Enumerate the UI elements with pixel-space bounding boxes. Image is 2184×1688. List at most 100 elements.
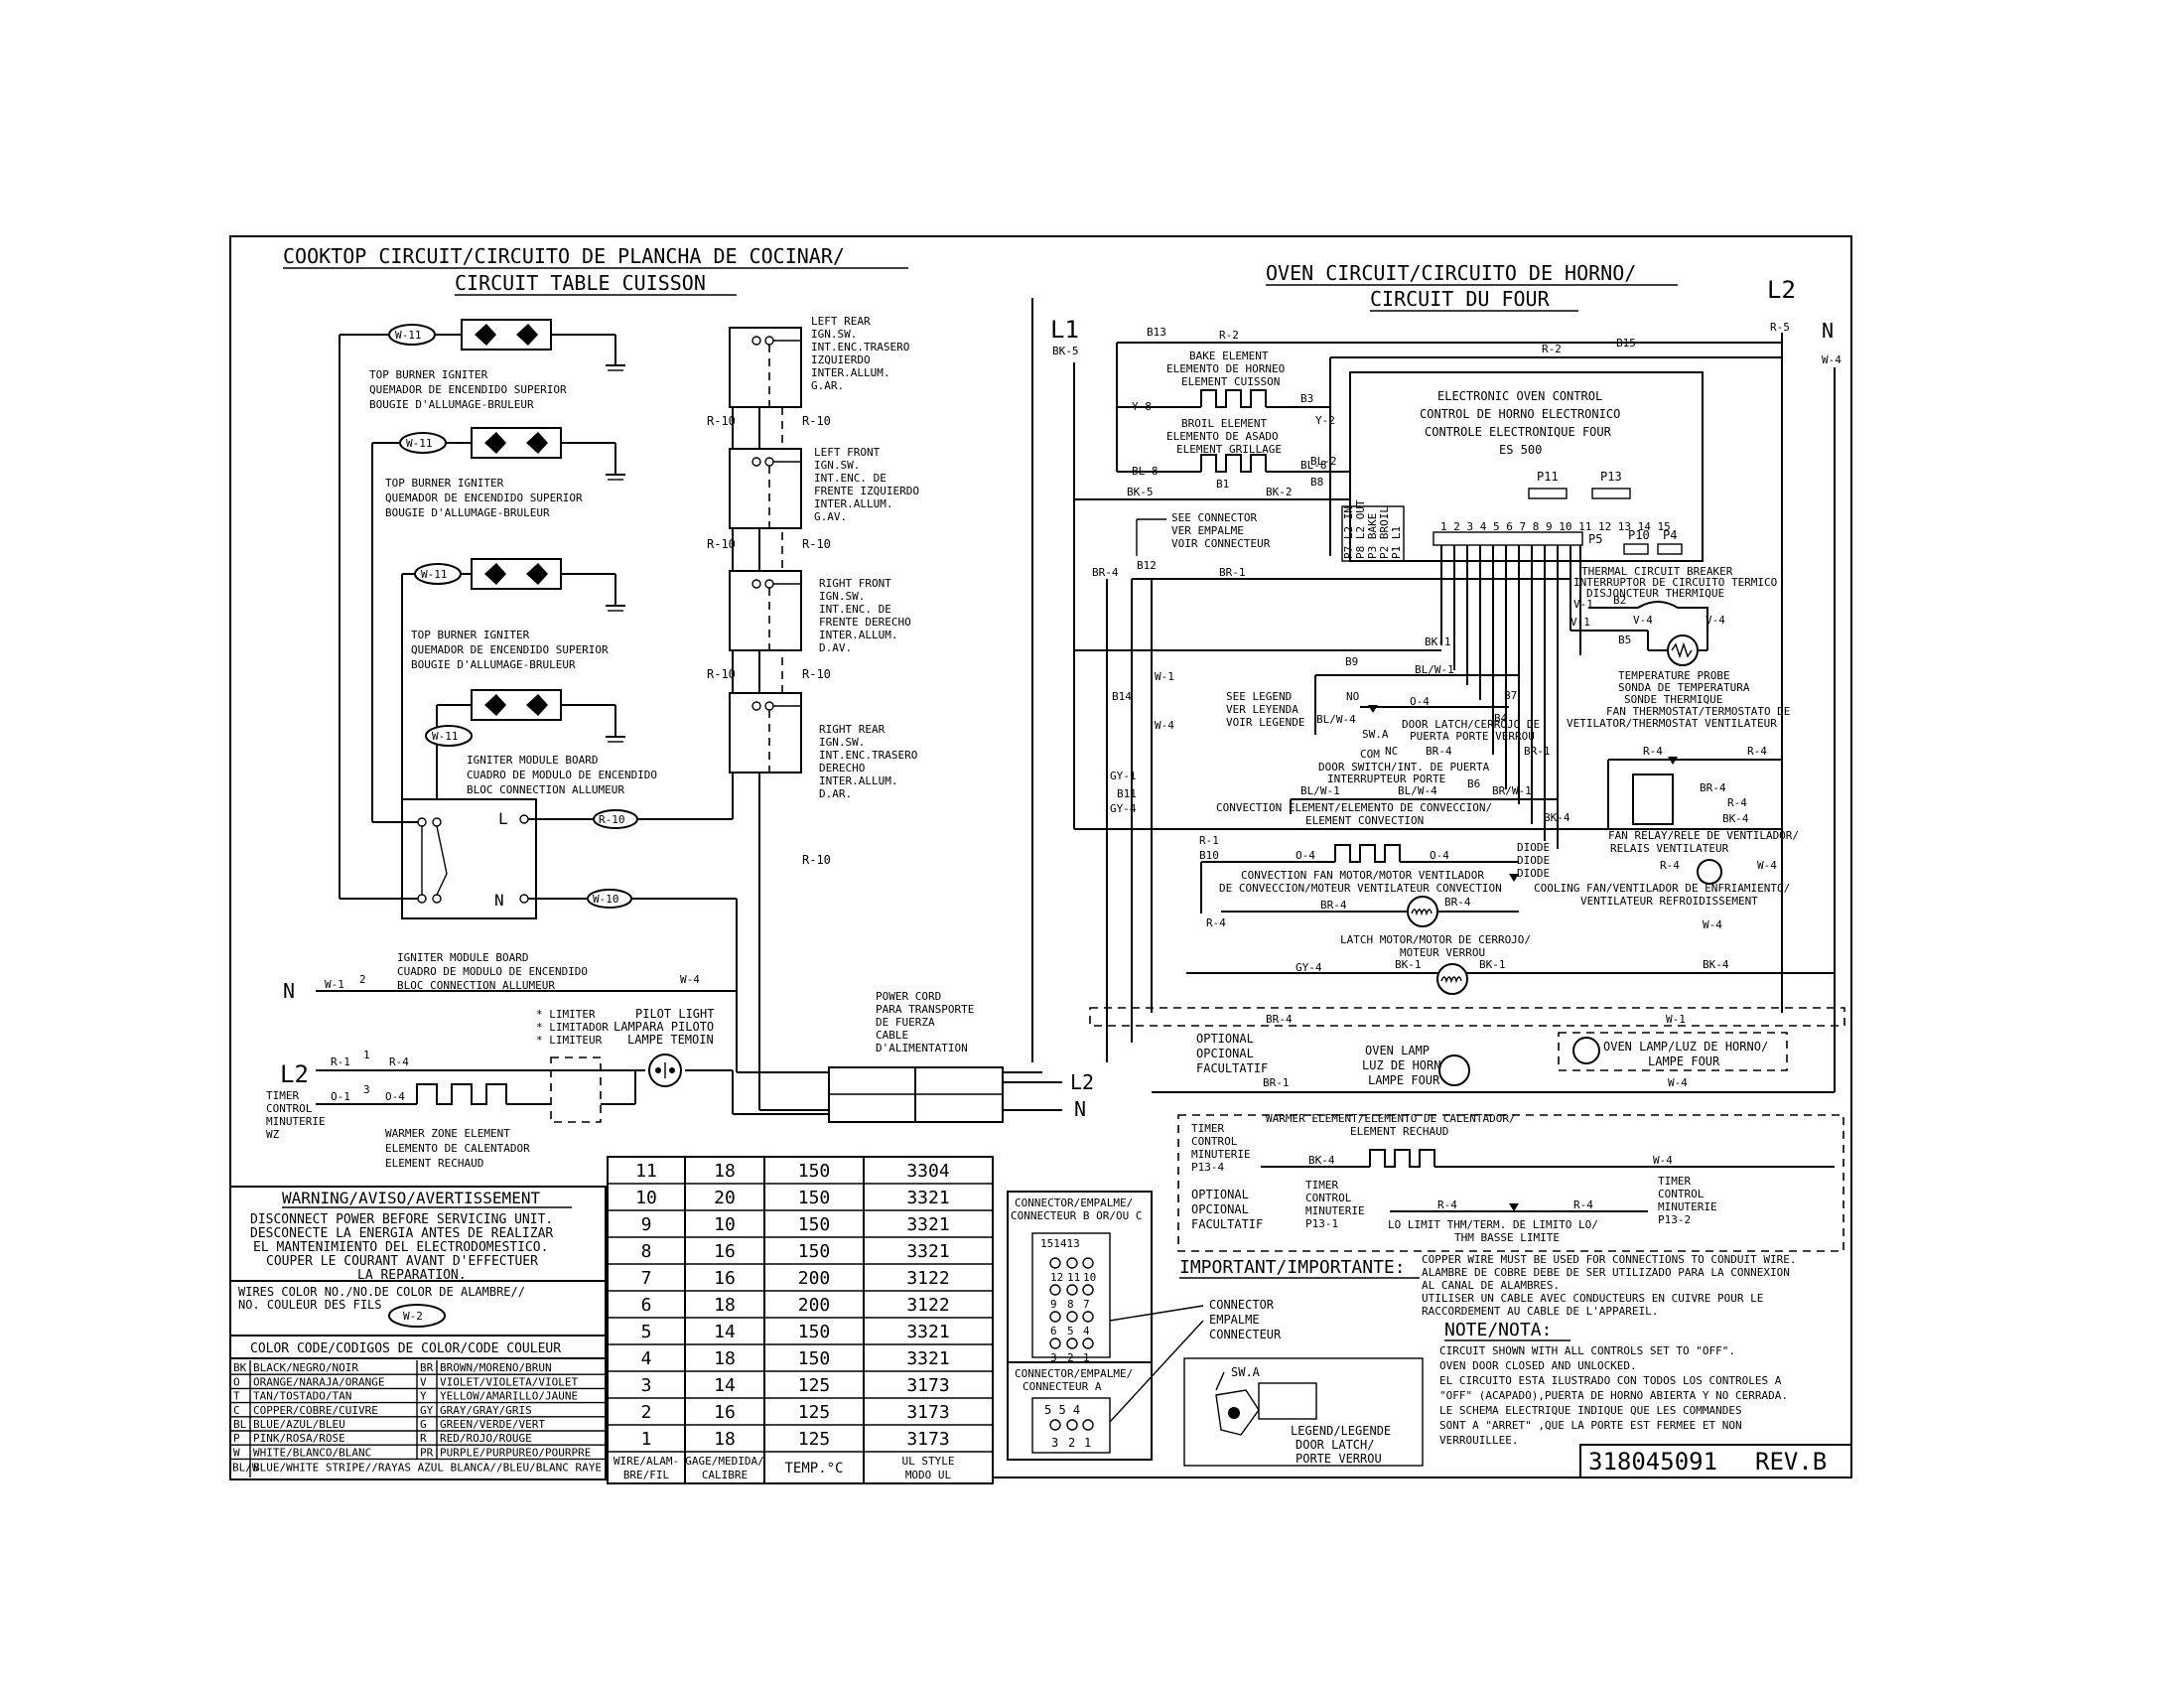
latch-1: DOOR LATCH/CERROJO DE (1402, 718, 1540, 731)
power-cord-4: CABLE (876, 1029, 908, 1042)
igniter-1: W-11 TOP BURNER IGNITER QUEMADOR DE ENCE… (339, 319, 625, 899)
cooling-fan-icon (1697, 859, 1722, 885)
warmer-label-3: ELEMENT RECHAUD (385, 1157, 483, 1170)
probe-2: SONDA DE TEMPERATURA (1618, 681, 1750, 694)
oven-b12: B12 (1137, 559, 1157, 572)
oven-b9: B9 (1345, 655, 1358, 668)
lolimit-1: LO LIMIT THM/TERM. DE LIMITO LO/ (1388, 1218, 1598, 1231)
relay-p2: P2 BROIL (1378, 506, 1391, 559)
important-3: AL CANAL DE ALAMBRES. (1422, 1279, 1560, 1292)
lolimit-2: THM BASSE LIMITE (1454, 1231, 1560, 1244)
wires-example: W-2 (403, 1310, 423, 1323)
latchm-bk1: BK-1 (1395, 958, 1422, 971)
oven-lamp-box-2: LAMPE FOUR (1648, 1055, 1720, 1068)
connector-b-title-1: CONNECTOR/EMPALME/ (1015, 1196, 1133, 1209)
wire-table-cell: 3321 (906, 1348, 949, 1369)
legend-2: VER LEYENDA (1226, 703, 1298, 716)
relay-p8: P8 L2 OUT (1354, 499, 1367, 559)
warm-timer-b-1: TIMER (1305, 1179, 1338, 1192)
igniter-3-label-3: BOUGIE D'ALLUMAGE-BRULEUR (411, 658, 576, 671)
color-cell: PR (420, 1446, 434, 1459)
color-code-title: COLOR CODE/CODIGOS DE COLOR/CODE COULEUR (250, 1341, 561, 1356)
oven-b6: B6 (1467, 777, 1480, 790)
igniter-2-label-1: TOP BURNER IGNITER (385, 477, 504, 490)
see-connector-3: VOIR CONNECTEUR (1171, 537, 1271, 550)
color-cell: P (233, 1432, 240, 1445)
connector-pin-number: 5 (1067, 1325, 1074, 1337)
oven-r5: R-5 (1770, 321, 1790, 334)
cooktop-title-1: COOKTOP CIRCUIT/CIRCUITO DE PLANCHA DE C… (283, 244, 845, 268)
timer-label-1: TIMER (266, 1089, 299, 1102)
color-cell: GREEN/VERDE/VERT (440, 1418, 545, 1431)
important-4: UTILISER UN CABLE AVEC CONDUCTEURS EN CU… (1422, 1292, 1763, 1305)
color-cell: COPPER/COBRE/CUIVRE (253, 1404, 378, 1417)
power-cord-5: D'ALIMENTATION (876, 1042, 968, 1055)
tcb-3: DISJONCTEUR THERMIQUE (1586, 587, 1724, 600)
color-cell: C (233, 1404, 240, 1417)
wire-table-cell: 3173 (906, 1429, 949, 1450)
oven-lamp-box (1558, 1032, 1788, 1071)
cfan-br4-b: BR-4 (1444, 896, 1471, 909)
color-cell: BLACK/NEGRO/NOIR (253, 1361, 358, 1374)
warm-opt-3: FACULTATIF (1191, 1217, 1263, 1231)
color-cell: PINK/ROSA/ROSE (253, 1432, 345, 1445)
latch-2: PUERTA PORTE VERROU (1410, 730, 1535, 743)
wire-table-cell: 150 (798, 1348, 831, 1369)
warm-1: WARMER ELEMENT/ELEMENTO DE CALENTADOR/ (1266, 1112, 1516, 1125)
connector-pin-number: 7 (1083, 1298, 1090, 1311)
wire-table-cell: 8 (641, 1241, 652, 1262)
oven-blw1: BL/W-1 (1415, 663, 1454, 676)
important-title: IMPORTANT/IMPORTANTE: (1179, 1257, 1406, 1278)
connector-pin-number: 11 (1067, 1271, 1080, 1284)
band-br4: BR-4 (1266, 1013, 1293, 1026)
legend-l1: LEGEND/LEGENDE (1291, 1424, 1391, 1438)
warning-line-1: DISCONNECT POWER BEFORE SERVICING UNIT. (250, 1212, 553, 1227)
switch-1-l3: INT.ENC.TRASERO (811, 341, 909, 353)
warning-line-3: EL MANTENIMIENTO DEL ELECTRODOMESTICO. (253, 1240, 548, 1255)
color-cell: BLUE/AZUL/BLEU (253, 1418, 345, 1431)
limiter-1: * LIMITER (536, 1008, 596, 1021)
relay-r4-c: R-4 (1727, 796, 1747, 809)
warm-timer-c-2: CONTROL (1658, 1188, 1705, 1200)
igniter-2-wire: W-11 (406, 437, 433, 450)
switch-3-l6: D.AV. (819, 641, 852, 654)
probe-1: TEMPERATURE PROBE (1618, 669, 1730, 682)
diode-1: DIODE (1517, 841, 1550, 854)
switch-1-l5: INTER.ALLUM. (811, 366, 889, 379)
warm-bk4: BK-4 (1308, 1154, 1335, 1167)
eoc-model: ES 500 (1499, 443, 1542, 457)
igniter-4-label-2: CUADRO DE MODULO DE ENCENDIDO (467, 769, 657, 781)
connector-pin-icon (1066, 1337, 1078, 1349)
connector-pin-icon (1049, 1311, 1061, 1323)
wire-table-cell: 3321 (906, 1188, 949, 1208)
color-cell: W (233, 1446, 240, 1459)
oven-title-2: CIRCUIT DU FOUR (1370, 287, 1551, 311)
tcb-b5: B5 (1618, 633, 1631, 646)
warm-timer-b-3: MINUTERIE (1305, 1204, 1365, 1217)
door-1: DOOR SWITCH/INT. DE PUERTA (1318, 761, 1490, 774)
oven-w4-top: W-4 (1822, 353, 1842, 366)
wire-table-cell: 5 (641, 1322, 652, 1342)
power-cord-2: PARA TRANSPORTE (876, 1003, 974, 1016)
oven-title-1: OVEN CIRCUIT/CIRCUITO DE HORNO/ (1266, 261, 1636, 285)
igniter-module-board: L N (340, 798, 537, 919)
connector-pin-number: 3 (1050, 1351, 1057, 1364)
eoc-p4: P4 (1663, 528, 1677, 542)
oven-b4: B4 (1494, 712, 1508, 725)
connector-pin-number: 2 (1068, 1436, 1075, 1450)
latchm-gy4: GY-4 (1296, 961, 1322, 974)
cooktop-w4: W-4 (680, 973, 700, 986)
latchm-bk4: BK-4 (1703, 958, 1729, 971)
cfan-r4: R-4 (1206, 916, 1226, 929)
legend-3: VOIR LEGENDE (1226, 716, 1304, 729)
warm-timer-c-1: TIMER (1658, 1175, 1691, 1188)
limiter-2: * LIMITADOR (536, 1021, 609, 1034)
switch-4-l6: D.AR. (819, 787, 852, 800)
tcb-v4-b: V-4 (1706, 614, 1725, 627)
wire-table-cell: 150 (798, 1161, 831, 1182)
color-cell: G (420, 1418, 427, 1431)
module-board-label-3: BLOC CONNECTION ALLUMEUR (397, 979, 555, 992)
eoc-p13: P13 (1600, 470, 1622, 484)
cfan-br4: BR-4 (1320, 899, 1347, 912)
note-3: EL CIRCUITO ESTA ILUSTRADO CON TODOS LOS… (1439, 1374, 1782, 1387)
